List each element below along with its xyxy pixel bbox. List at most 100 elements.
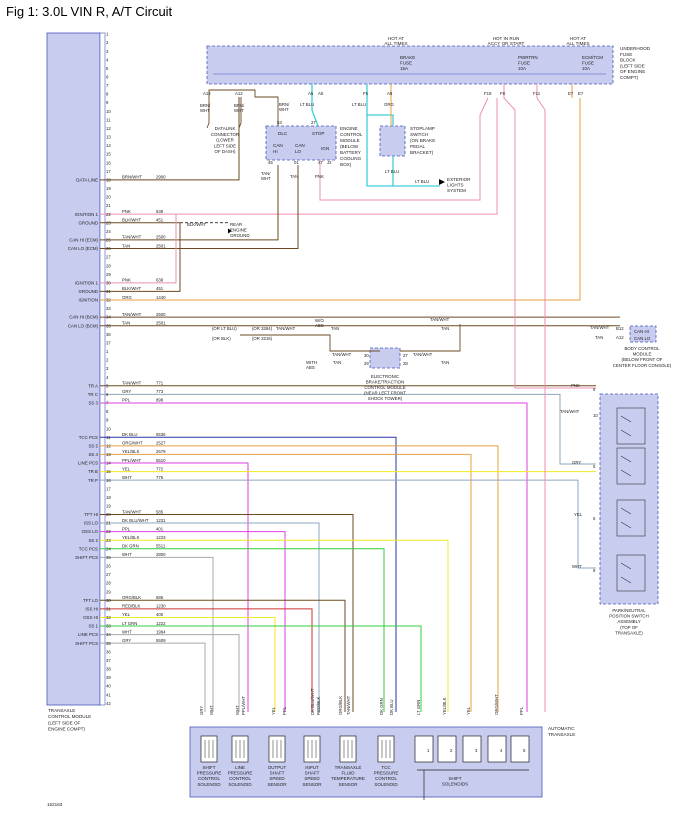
ebtcm-label: CONTROL MODULE [364,385,405,390]
circuit-color-label: TAN/WHT [122,312,142,317]
circuit-color-label: YEL/BLK [122,535,140,540]
transaxle-label: AUTOMATIC [548,726,575,731]
tcm-function-label: LINE PCS [78,461,98,466]
circuit-color-label: PPL [122,398,131,403]
fuse-block-label: UNDERHOOD [620,46,651,51]
datalink-wire [206,97,210,129]
wire-label: BRN/ [200,103,211,108]
ebtcm-pin: 29 [364,361,369,366]
hot-label: ACCY OR START [488,41,525,46]
tcm-function-label: OSS LO [82,529,99,534]
hot-label: ALL TIMES [384,41,407,46]
tcm-label: TRANSAXLE [48,708,75,713]
circuit-color-label: YEL [122,612,131,617]
circuit-number-label: 1230 [156,604,166,609]
circuit-wire [100,479,596,569]
wire-label: LT BLU [352,102,366,107]
ecm-pin-label: CAN [273,143,283,148]
datalink-wire [238,97,242,129]
circuit-color-label: BLK/WHT [122,218,141,223]
tcm-box [46,32,101,706]
switch-contact [620,415,632,423]
datalink-label: (LOWER [216,138,234,143]
wire-label: TAN/WHT [346,695,351,715]
circuit-color-label: ORG [122,295,132,300]
component-label: SOLENOID [374,782,398,787]
tcm-function-label: SS 4 [88,452,98,457]
ebtcm-label: (NEAR LEFT FRONT [364,391,406,396]
park-neutral-label: ASSEMBLY [617,619,640,624]
tcm-pin-number: 10 [106,109,111,114]
fuse-pin-label: A5 [318,91,324,96]
engine-control-module-box [265,125,337,161]
ecm-pin-number: 45 [268,160,273,165]
tcm-function-label: SHIFT PCS [75,641,98,646]
circuit-wire [100,222,181,292]
tcm-pin-number: 28 [106,581,111,586]
fuse-pin-label: A12 [235,91,243,96]
circuit-color-label: LT GRN [122,621,137,626]
ecm-label: ENGINE [340,126,358,131]
tcm-pin-number: 3 [106,49,109,54]
ecm-pin-number: 53 [277,120,282,125]
circuit-number-label: 5510 [156,458,166,463]
wire-label: TAN [333,360,341,365]
tcm-function-label: TR A [88,383,98,388]
body-control-module-box [629,325,657,343]
stoplamp-label: STOPLAMP [410,126,435,131]
circuit-wire [100,97,240,181]
component-icon [235,740,245,758]
bcm-pin: B12 [616,326,624,331]
shift-solenoids-label: SHIFT [449,776,462,781]
ground-symbol [228,228,232,234]
circuit-color-label: PNK [122,278,131,283]
fuse-label: BRAKE [400,55,415,60]
tcm-pin-number: 23 [106,538,111,543]
tcm-pin-number: 33 [106,306,111,311]
component-icon [307,740,317,758]
transaxle-label: TRANSAXLE [548,732,575,737]
ecm-label: BATTERY [340,150,361,155]
wire-label: TAN [441,360,449,365]
ecm-label: CONTROL [340,132,363,137]
tcm-pin-number: 27 [106,572,111,577]
tcm-pin-number: 13 [106,135,111,140]
component-icon [272,740,282,758]
wire-label: TAN/WHT [430,317,450,322]
tcm-pin-number: 24 [106,229,111,234]
ecm-pin-label: CAN [295,143,305,148]
circuit-color-label: TAN/WHT [122,235,142,240]
tcm-pin-number: 21 [106,521,111,526]
wire-label: TAN [441,326,449,331]
tcm-function-label: TFT LO [83,598,99,603]
switch-contact [616,407,646,445]
switch-contact [620,562,632,570]
park-neutral-label: PARK/NEUTRAL [612,608,646,613]
tcm-function-label: SS 1 [88,624,98,629]
component-label: PRESSURE [228,771,253,776]
ecm-pin-number: 01 [294,160,299,165]
tcm-pin-number: 25 [106,555,111,560]
shift-solenoid-icon [414,735,434,763]
tcm-pin-number: 32 [106,298,111,303]
tcm-pin-number: 1 [106,349,109,354]
fuse-pin-label: F5 [363,91,369,96]
component-icon [381,740,391,758]
circuit-color-label: GRY [122,638,131,643]
switch-contact [620,469,632,477]
fuse-block-label: (LEFT SIDE [620,63,645,68]
tcm-pin-number: 7 [106,83,109,88]
wire-label: RED/BLK [316,696,321,715]
hot-label: ALL TIMES [566,41,589,46]
circuit-number-label: 5536 [156,432,166,437]
circuit-wire [100,445,499,712]
wire-label: PNK [315,174,324,179]
component-label: SENSOR [302,782,322,787]
ebtcm-pin: 27 [403,353,408,358]
shift-solenoid-number: 4 [500,748,503,753]
tcm-pin-number: 37 [106,340,111,345]
ebtcm-pin: 30 [364,353,369,358]
tcm-pin-number: 16 [106,160,111,165]
wire-label: WHT [200,108,210,113]
